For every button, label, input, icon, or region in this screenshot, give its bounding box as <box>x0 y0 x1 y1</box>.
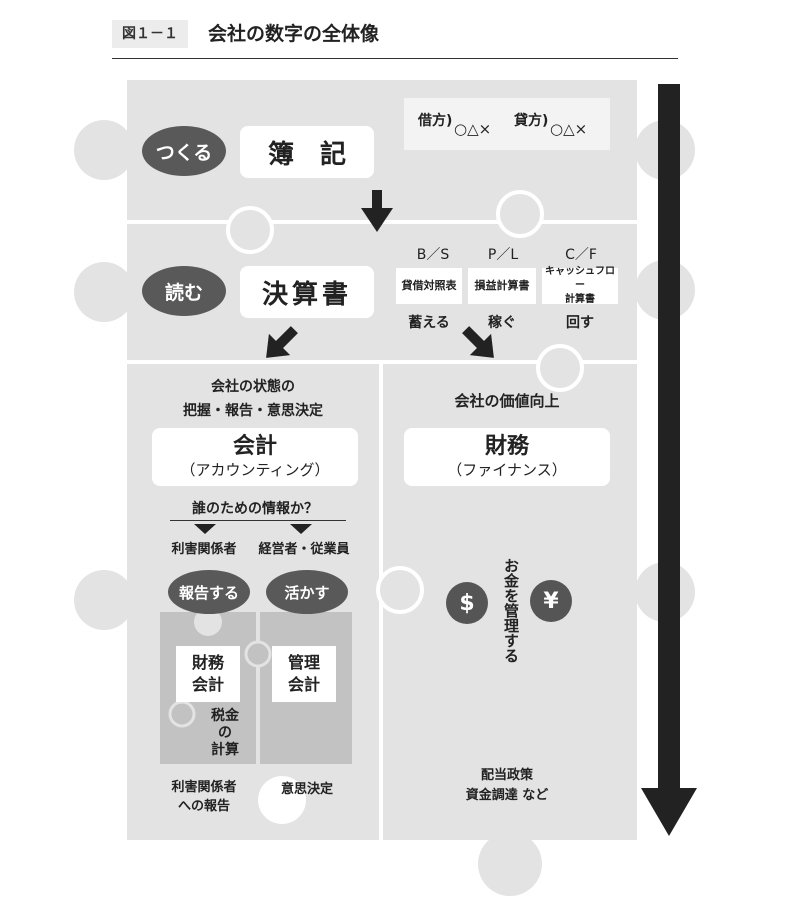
action-oval-report: 報告する <box>168 570 250 614</box>
arrow-read-to-finance <box>462 326 494 358</box>
info-question: 誰のための情報か？ <box>192 501 318 517</box>
verb-oval-read: 読む <box>142 266 226 316</box>
puzzle-tab <box>74 570 134 630</box>
arrow-make-to-read <box>361 190 393 232</box>
journal-entry-box: 借方) ○△× 貸方) ○△× <box>404 98 610 150</box>
arrow-read-to-accounting <box>266 326 298 358</box>
debit-marks: ○△× <box>454 120 492 138</box>
timeline-arrow-shaft <box>658 84 680 790</box>
puzzle-tab <box>74 120 134 180</box>
accounting-subtitle: （アカウンティング） <box>180 461 330 479</box>
finance-purpose: 会社の価値向上 <box>454 392 560 410</box>
triangle-down-icon <box>290 524 312 534</box>
puzzle-seam-tab <box>376 566 424 614</box>
statement-abbr-bs: B／S <box>416 247 450 263</box>
finance-box: 財務 （ファイナンス） <box>404 428 610 486</box>
statement-verb-pl: 稼ぐ <box>488 315 516 331</box>
finance-subtitle: （ファイナンス） <box>447 461 567 479</box>
accounting-purpose-line2: 把握・報告・意思決定 <box>183 403 323 419</box>
action-oval-utilize: 活かす <box>266 570 348 614</box>
management-accounting-box: 管理 会計 <box>272 646 336 702</box>
header-rule <box>112 58 678 59</box>
accounting-box: 会計 （アカウンティング） <box>152 428 358 486</box>
credit-marks: ○△× <box>550 120 588 138</box>
debit-label: 借方) <box>418 113 453 129</box>
question-rule <box>170 520 346 521</box>
triangle-down-icon <box>194 524 216 534</box>
finance-title: 財務 <box>484 434 529 459</box>
statement-verb-cf: 回す <box>566 315 594 331</box>
bookkeeping-box: 簿 記 <box>240 126 374 178</box>
audience-management: 経営者・従業員 <box>258 542 350 557</box>
accounting-title: 会計 <box>232 434 277 459</box>
statement-name-bs: 貸借対照表 <box>396 268 462 304</box>
puzzle-cutout <box>258 776 306 824</box>
manage-money-vertical-text: お金を管理する <box>502 558 520 663</box>
audience-stakeholders: 利害関係者 <box>171 542 237 557</box>
timeline-arrow-head <box>641 788 697 836</box>
figure-label: 図１－１ <box>112 20 188 48</box>
dollar-coin-icon: $ <box>446 582 488 624</box>
statement-verb-bs: 蓄える <box>408 315 450 331</box>
financial-accounting-box: 財務 会計 <box>176 646 240 702</box>
financial-statements-box: 決算書 <box>240 266 374 318</box>
statement-name-pl: 損益計算書 <box>468 268 536 304</box>
puzzle-tab <box>478 832 542 896</box>
puzzle-tab <box>74 262 134 322</box>
accounting-purpose-line1: 会社の状態の <box>211 379 295 395</box>
inner-tab <box>168 700 196 728</box>
figure-title: 会社の数字の全体像 <box>208 23 380 45</box>
finance-footer: 配当政策 資金調達 など <box>465 768 549 803</box>
credit-label: 貸方) <box>514 113 549 129</box>
puzzle-seam-tab <box>536 344 584 392</box>
statement-name-cf: キャッシュフロー 計算書 <box>542 266 618 305</box>
tax-calculation-label: 税金 の 計算 <box>211 708 239 758</box>
inner-tab <box>194 608 222 636</box>
statement-abbr-cf: C／F <box>565 247 597 263</box>
inner-tab <box>244 640 272 668</box>
statement-abbr-pl: P／L <box>487 247 519 263</box>
footer-stakeholder-report: 利害関係者 への報告 <box>171 780 237 814</box>
puzzle-seam-tab <box>226 206 274 254</box>
verb-oval-make: つくる <box>142 126 226 176</box>
yen-coin-icon: ¥ <box>530 580 572 622</box>
footer-decision-making: 意思決定 <box>280 782 333 797</box>
puzzle-seam-tab <box>496 190 544 238</box>
